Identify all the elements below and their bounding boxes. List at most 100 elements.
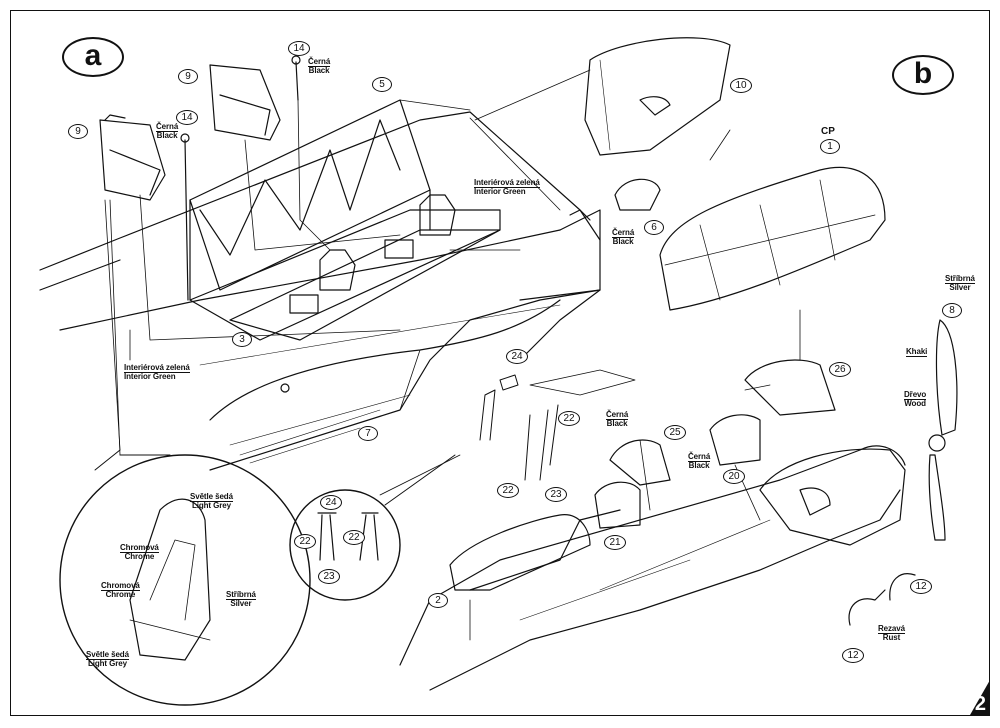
paint-name-cz: Světle šedá	[86, 650, 129, 660]
seat-9-left-drawing	[99, 114, 166, 201]
paint-name-cz: Interiérová zelená	[474, 178, 540, 188]
paint-name-en: Black	[308, 66, 330, 75]
page-number-badge	[970, 680, 990, 715]
part-number-25: 25	[664, 425, 686, 440]
part-number-21: 21	[604, 535, 626, 550]
panel-20-drawing	[709, 414, 761, 466]
paint-silver-8: Stříbrná Silver	[945, 274, 975, 292]
paint-light-grey-top: Světle šedá Light Grey	[190, 492, 233, 510]
paint-name-en: Black	[612, 237, 634, 246]
cp-label: CP	[821, 126, 835, 137]
paint-name-cz: Stříbrná	[945, 274, 975, 284]
part-number-23: 23	[545, 487, 567, 502]
paint-name-en: Interior Green	[124, 372, 176, 381]
cover-6-drawing	[614, 178, 661, 211]
paint-chrome-top: Chromová Chrome	[120, 543, 159, 561]
paint-name-en: Rust	[882, 633, 901, 642]
paint-name-cz: Chromová	[120, 543, 159, 553]
paint-name-cz: Černá	[612, 228, 635, 238]
page-border	[10, 10, 990, 716]
stick-14-drawings	[180, 55, 301, 301]
part-number-23-detail: 23	[318, 569, 340, 584]
paint-black-25: Černá Black	[606, 410, 628, 428]
struts-drawing	[479, 374, 559, 481]
part-number-12-right: 12	[910, 579, 932, 594]
paint-name-cz: Světle šedá	[190, 492, 233, 502]
paint-chrome-bottom: Chromová Chrome	[101, 581, 140, 599]
part-number-22-detail-right: 22	[343, 530, 365, 545]
part-number-22-bottom: 22	[497, 483, 519, 498]
paint-rust-12: Rezavá Rust	[878, 624, 905, 642]
canopy-10-drawing	[584, 37, 731, 156]
part-number-12-left: 12	[842, 648, 864, 663]
section-b-badge: b	[892, 55, 954, 95]
paint-name-cz: Černá	[156, 122, 179, 132]
paint-black-6: Černá Black	[612, 228, 634, 246]
paint-name-cz: Černá	[308, 57, 331, 67]
paint-name-en: Black	[688, 461, 710, 470]
fuselage-rear-drawing	[399, 445, 906, 691]
paint-name-en: Light Grey	[87, 659, 127, 668]
paint-name-en: Chrome	[105, 590, 136, 599]
engine-cowling-drawing	[759, 448, 906, 546]
seat-detail-drawing	[129, 498, 211, 661]
paint-name-en: Light Grey	[191, 501, 231, 510]
part-number-22-top: 22	[558, 411, 580, 426]
paint-name-en: Chrome	[124, 552, 155, 561]
seat-detail-circle	[59, 454, 311, 706]
canopy-2-drawing	[449, 514, 591, 591]
paint-khaki-8: Khaki	[906, 347, 928, 357]
strut-detail-drawing	[317, 512, 379, 561]
strut-detail-circle	[289, 489, 401, 601]
paint-name-en: Wood	[904, 399, 926, 408]
page-number-text: 2	[974, 693, 986, 715]
paint-name-cz: Černá	[606, 410, 629, 420]
part-number-9-left: 9	[68, 124, 88, 139]
part-number-22-detail-left: 22	[294, 534, 316, 549]
paint-name-en: Silver	[230, 599, 252, 608]
paint-name-cz: Dřevo	[904, 390, 927, 400]
panel-25-drawing	[609, 439, 671, 486]
paint-silver-seat: Stříbrná Silver	[226, 590, 256, 608]
part-number-5: 5	[372, 77, 392, 92]
part-number-7: 7	[358, 426, 378, 441]
leader-lines-a	[104, 69, 591, 456]
canopy-cp-1-drawing	[659, 166, 886, 311]
paint-black-20: Černá Black	[688, 452, 710, 470]
paint-black-14-top: Černá Black	[308, 57, 330, 75]
part-number-26: 26	[829, 362, 851, 377]
paint-interior-green-cockpit: Interiérová zelená Interior Green	[474, 178, 540, 196]
propeller-8-drawing	[928, 319, 958, 541]
paint-interior-green-fuselage: Interiérová zelená Interior Green	[124, 363, 190, 381]
part-number-24-detail: 24	[320, 495, 342, 510]
panel-21-drawing	[594, 481, 641, 529]
paint-name-en: Interior Green	[474, 187, 526, 196]
part-number-8: 8	[942, 303, 962, 318]
fuselage-front-drawing	[39, 111, 601, 471]
paint-name-cz: Chromová	[101, 581, 140, 591]
paint-name-en: Black	[156, 131, 178, 140]
paint-light-grey-bottom: Světle šedá Light Grey	[86, 650, 129, 668]
paint-name-en: Silver	[949, 283, 971, 292]
paint-name-cz: Interiérová zelená	[124, 363, 190, 373]
paint-black-14-left: Černá Black	[156, 122, 178, 140]
part-number-9-right: 9	[178, 69, 198, 84]
paint-name-en: Black	[606, 419, 628, 428]
part-number-2: 2	[428, 593, 448, 608]
page-number: 2	[954, 690, 990, 716]
leader-lines-b	[379, 129, 801, 641]
paint-name-cz: Rezavá	[878, 624, 905, 634]
paint-name-cz: Černá	[688, 452, 711, 462]
part-number-20: 20	[723, 469, 745, 484]
part-number-10: 10	[730, 78, 752, 93]
part-number-1: 1	[820, 139, 840, 154]
part-number-14-top: 14	[288, 41, 310, 56]
part-number-6: 6	[644, 220, 664, 235]
paint-name: Khaki	[906, 347, 928, 357]
part-number-24: 24	[506, 349, 528, 364]
paint-wood-8: Dřevo Wood	[904, 390, 926, 408]
seat-9-right-drawing	[209, 64, 281, 141]
panel-26-drawing	[744, 359, 836, 416]
